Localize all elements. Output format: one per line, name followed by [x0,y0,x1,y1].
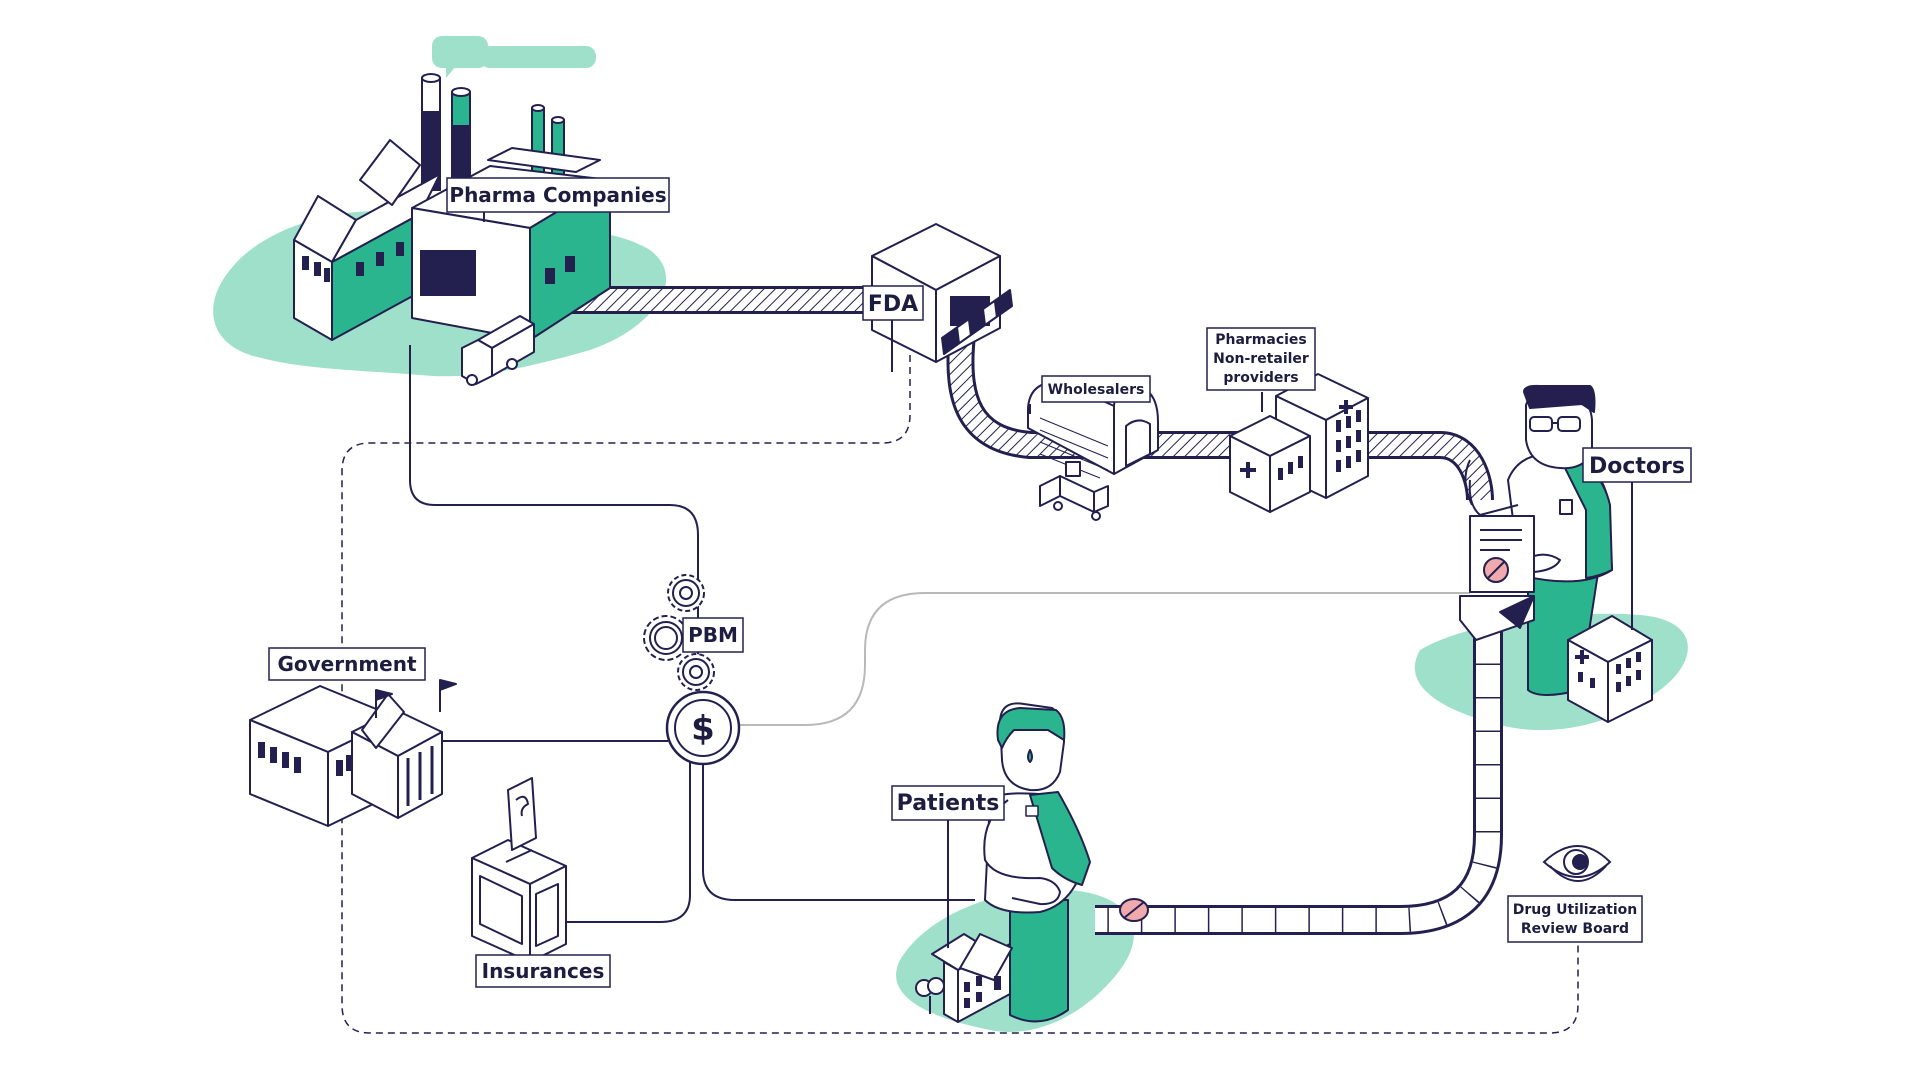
patient-figure [983,702,1091,1023]
doctors-label-text: Doctors [1589,454,1685,479]
ballot-box-icon [471,777,567,963]
eye-icon [1542,845,1612,882]
patients-label: Patients [891,785,1005,948]
pharmacies-label-line2: Non-retailer [1213,351,1309,367]
wholesalers-label-text: Wholesalers [1048,382,1145,398]
durb-label: Drug Utilization Review Board [1507,895,1643,943]
pharma-to-pbm-line [409,345,699,690]
insurances-label: Insurances [475,954,611,988]
patient-house-icon [915,933,1013,1023]
connector-lines [409,345,975,923]
patients-label-text: Patients [897,791,1000,816]
wholesalers-warehouse [1027,380,1159,521]
pharma-label-text: Pharma Companies [449,183,666,207]
pbm-to-insurances-line [565,760,691,923]
pharma-label: Pharma Companies [446,177,670,222]
government-building [249,679,457,827]
pill-icon [1119,898,1149,922]
pbm-to-patients-line [702,760,975,901]
speech-bubble-icon [432,36,596,78]
pharmacies-label-line3: providers [1223,370,1298,386]
government-label: Government [268,647,426,681]
pharmacy-buildings [1229,373,1369,513]
pipe-segment-2-hatch [949,333,1491,501]
pbm-to-doctors-line [738,592,1470,726]
pipe-segment-3-inner [1095,630,1500,932]
pharmacies-label: Pharmacies Non-retailer providers [1206,327,1316,412]
doctors-label: Doctors [1582,447,1692,630]
wholesalers-label: Wholesalers [1029,375,1151,414]
durb-label-line1: Drug Utilization [1513,902,1638,918]
truck-icon [461,315,535,386]
pharmacies-label-line1: Pharmacies [1215,332,1307,348]
pbm-label-text: PBM [688,623,738,647]
fda-label: FDA [862,285,924,372]
durb-label-line2: Review Board [1521,921,1629,937]
insurances-label-text: Insurances [482,959,605,983]
gear-icon [643,574,715,691]
factory-chimneys [421,73,565,201]
government-label-text: Government [277,652,417,676]
dollar-sign-text: $ [691,709,715,749]
factory-left-wing [293,139,441,341]
dollar-coin-icon: $ [665,690,741,766]
fda-label-text: FDA [868,292,918,317]
forklift-icon [1039,461,1109,521]
pbm-label: PBM [682,617,744,653]
